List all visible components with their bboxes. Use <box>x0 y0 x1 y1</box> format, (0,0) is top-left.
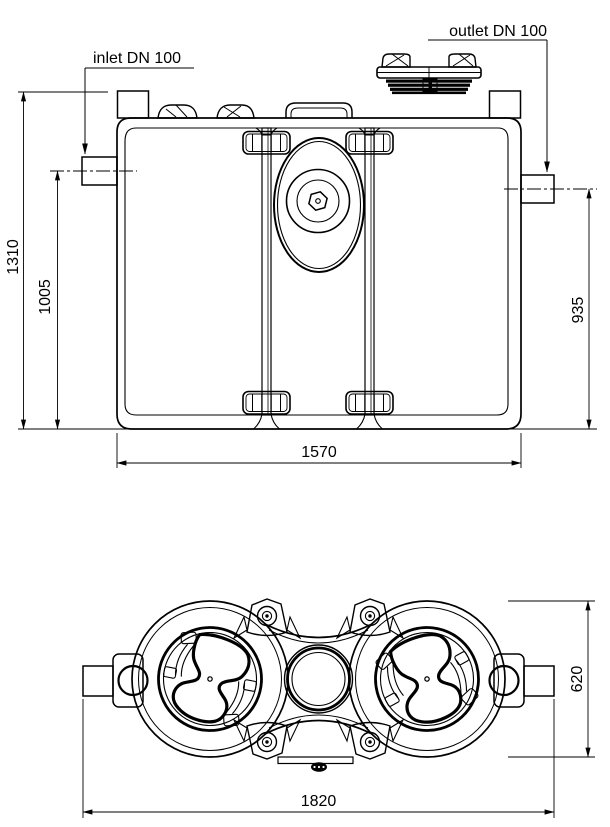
dim-text-620: 620 <box>569 666 586 693</box>
dim-text-1310: 1310 <box>5 239 22 275</box>
strap-buckle <box>345 390 394 415</box>
waist-bottom-outer <box>264 719 373 735</box>
outlet-riser-stub <box>488 90 522 119</box>
waist-top-inner <box>268 629 369 644</box>
outlet-boss <box>488 653 525 708</box>
center-neck <box>283 644 354 714</box>
front-elevation-view <box>18 53 597 430</box>
dimension-outlet-height: 935 <box>570 188 592 430</box>
bottom-bracket <box>277 756 354 772</box>
left-lobe-outline <box>131 600 289 758</box>
waist-top-outer <box>264 623 373 639</box>
mounting-gusset <box>336 719 404 760</box>
manhole-cover-right <box>364 616 490 742</box>
inlet-riser-stub <box>116 90 150 119</box>
dimension-overall-length: 1820 <box>82 699 555 818</box>
tank-body-front <box>116 117 522 430</box>
inlet-callout: inlet DN 100 <box>82 50 194 155</box>
strap-right <box>355 127 384 430</box>
dim-text-1005: 1005 <box>37 279 54 315</box>
waist-bottom-inner <box>268 714 369 729</box>
dim-text-935: 935 <box>570 297 587 324</box>
lifting-lug-right <box>216 104 255 119</box>
top-dome <box>285 102 353 118</box>
screw-cap <box>376 53 482 95</box>
tank-body-plan <box>131 600 506 758</box>
dimension-tank-width: 620 <box>508 600 595 758</box>
outlet-label: outlet DN 100 <box>449 23 547 40</box>
dim-text-1570: 1570 <box>301 444 337 461</box>
inlet-label: inlet DN 100 <box>93 50 181 67</box>
dim-text-1820: 1820 <box>301 793 337 810</box>
right-lobe-outline <box>348 600 506 758</box>
strap-left <box>252 127 281 430</box>
strap-buckle <box>242 390 291 415</box>
outlet-pipe-plan <box>523 665 555 697</box>
cap-threads <box>386 78 472 95</box>
dimension-inlet-height: 1005 <box>37 170 61 430</box>
inlet-pipe-plan <box>82 665 114 697</box>
dimension-overall-height: 1310 <box>5 91 108 430</box>
dimension-tank-length: 1570 <box>116 433 522 468</box>
lifting-lug-left <box>157 104 198 119</box>
inlet-boss <box>112 653 149 708</box>
inspection-port <box>273 137 365 273</box>
manhole-cover-left <box>142 611 279 748</box>
mounting-gusset <box>233 598 301 639</box>
plan-view <box>82 598 555 772</box>
outlet-callout: outlet DN 100 <box>428 23 550 173</box>
mounting-gusset <box>233 719 301 760</box>
mounting-gusset <box>336 598 404 639</box>
